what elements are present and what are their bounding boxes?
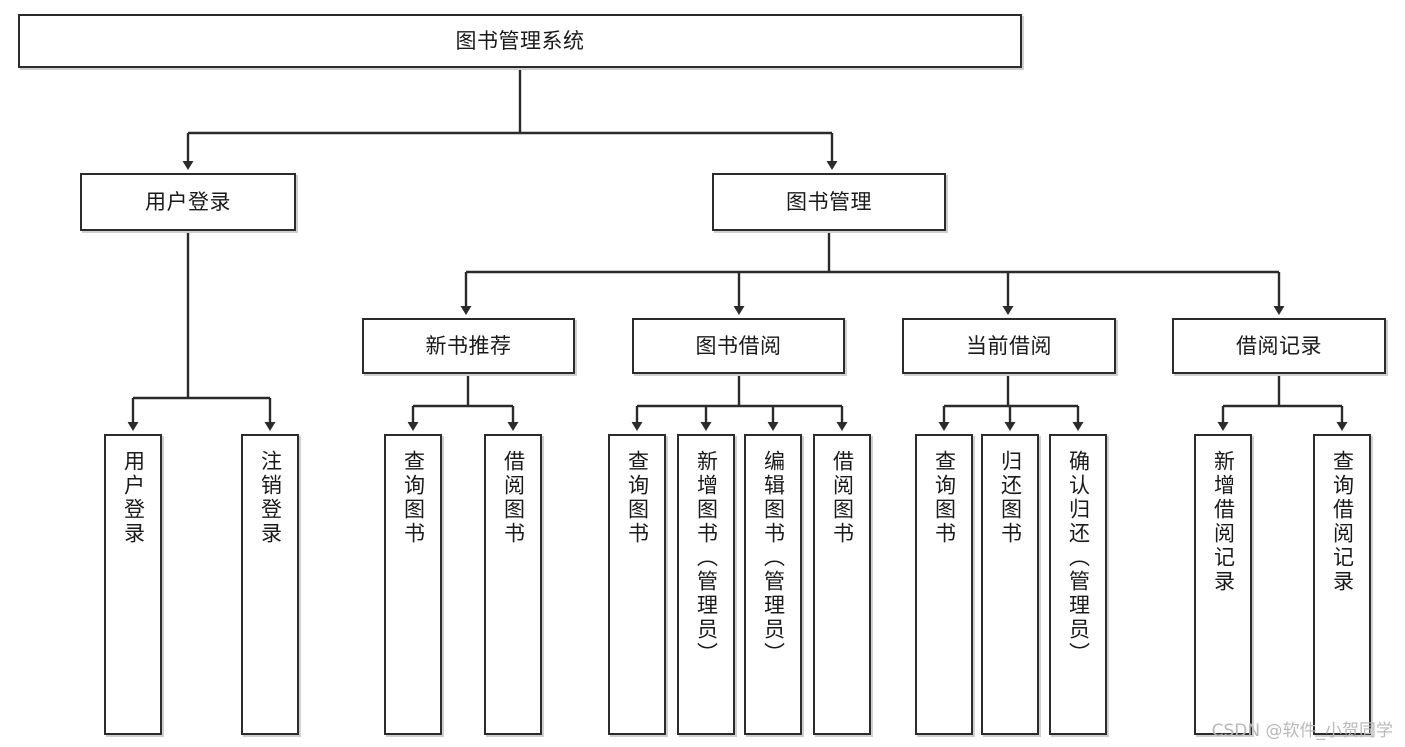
leaf-record-add-record-label: 新增借阅记录 [1211,450,1236,594]
leaf-current-confirm-return-label: 确认归还（管理员） [1066,450,1091,666]
leaf-borrow-add-book-label: 新增图书（管理员） [694,450,719,666]
leaf-borrow-borrow-book[interactable]: 借阅图书 [813,434,871,735]
leaf-borrow-query-book[interactable]: 查询图书 [608,434,666,735]
leaf-recommend-query-book[interactable]: 查询图书 [384,434,442,735]
node-root[interactable]: 图书管理系统 [18,14,1022,68]
node-current-borrow-label: 当前借阅 [966,333,1052,358]
leaf-current-query-book[interactable]: 查询图书 [915,434,973,735]
leaf-record-add-record[interactable]: 新增借阅记录 [1194,434,1252,735]
leaf-borrow-borrow-book-label: 借阅图书 [830,450,855,546]
node-book-management-label: 图书管理 [786,189,872,214]
leaf-recommend-borrow-book-label: 借阅图书 [501,450,526,546]
leaf-user-login-login[interactable]: 用户登录 [104,434,162,735]
watermark: CSDN @软件_小贺同学 [1211,721,1393,741]
leaf-borrow-edit-book[interactable]: 编辑图书（管理员） [744,434,802,735]
node-user-login-label: 用户登录 [145,189,231,214]
node-borrow-record-label: 借阅记录 [1236,333,1322,358]
node-current-borrow[interactable]: 当前借阅 [902,318,1116,374]
leaf-current-confirm-return[interactable]: 确认归还（管理员） [1049,434,1107,735]
leaf-borrow-query-book-label: 查询图书 [625,450,650,546]
leaf-record-query-record[interactable]: 查询借阅记录 [1313,434,1371,735]
leaf-borrow-edit-book-label: 编辑图书（管理员） [761,450,786,666]
node-borrow-record[interactable]: 借阅记录 [1172,318,1386,374]
leaf-user-login-login-label: 用户登录 [121,450,146,546]
node-user-login[interactable]: 用户登录 [80,173,296,231]
leaf-user-login-logout-label: 注销登录 [258,450,283,546]
leaf-borrow-add-book[interactable]: 新增图书（管理员） [677,434,735,735]
leaf-current-query-book-label: 查询图书 [932,450,957,546]
leaf-current-return-book[interactable]: 归还图书 [981,434,1039,735]
node-book-management[interactable]: 图书管理 [712,173,946,231]
leaf-recommend-borrow-book[interactable]: 借阅图书 [484,434,542,735]
node-root-label: 图书管理系统 [455,28,585,53]
leaf-user-login-logout[interactable]: 注销登录 [241,434,299,735]
leaf-recommend-query-book-label: 查询图书 [401,450,426,546]
node-new-book-recommend[interactable]: 新书推荐 [362,318,575,374]
leaf-current-return-book-label: 归还图书 [998,450,1023,546]
leaf-record-query-record-label: 查询借阅记录 [1330,450,1355,594]
node-book-borrow-label: 图书借阅 [695,333,782,358]
node-book-borrow[interactable]: 图书借阅 [632,318,845,374]
node-new-book-recommend-label: 新书推荐 [425,333,512,358]
